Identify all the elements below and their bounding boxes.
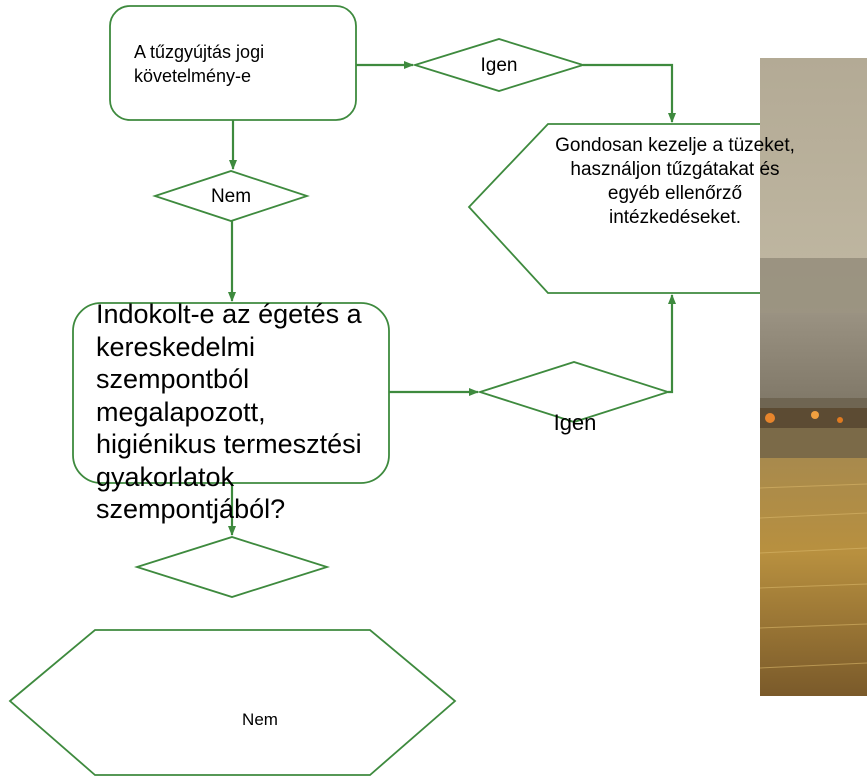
decision-diamond-nem-left bbox=[152, 170, 310, 222]
burning-field-image bbox=[760, 58, 867, 696]
connector-igen-to-action-up bbox=[668, 294, 676, 394]
decision-igen-middle-label: Igen bbox=[553, 410, 597, 435]
connector-igen-to-action bbox=[583, 63, 676, 123]
decision-diamond-lower bbox=[134, 536, 330, 598]
question-burning-justified-label: Indokolt-e az égetés a kereskedelmi szem… bbox=[96, 299, 362, 524]
decision-nem-left-label: Nem bbox=[210, 186, 252, 207]
question-legal-requirement-label: A tűzgyújtás jogi követelmény-e bbox=[134, 42, 265, 86]
burning-field-photo bbox=[760, 58, 867, 696]
result-nem-label: Nem bbox=[242, 710, 278, 729]
action-manage-fires-label: Gondosan kezelje a tüzeket, használjon t… bbox=[555, 135, 795, 228]
decision-igen-top-label: Igen bbox=[480, 55, 518, 76]
result-hexagon-nem bbox=[8, 629, 457, 776]
